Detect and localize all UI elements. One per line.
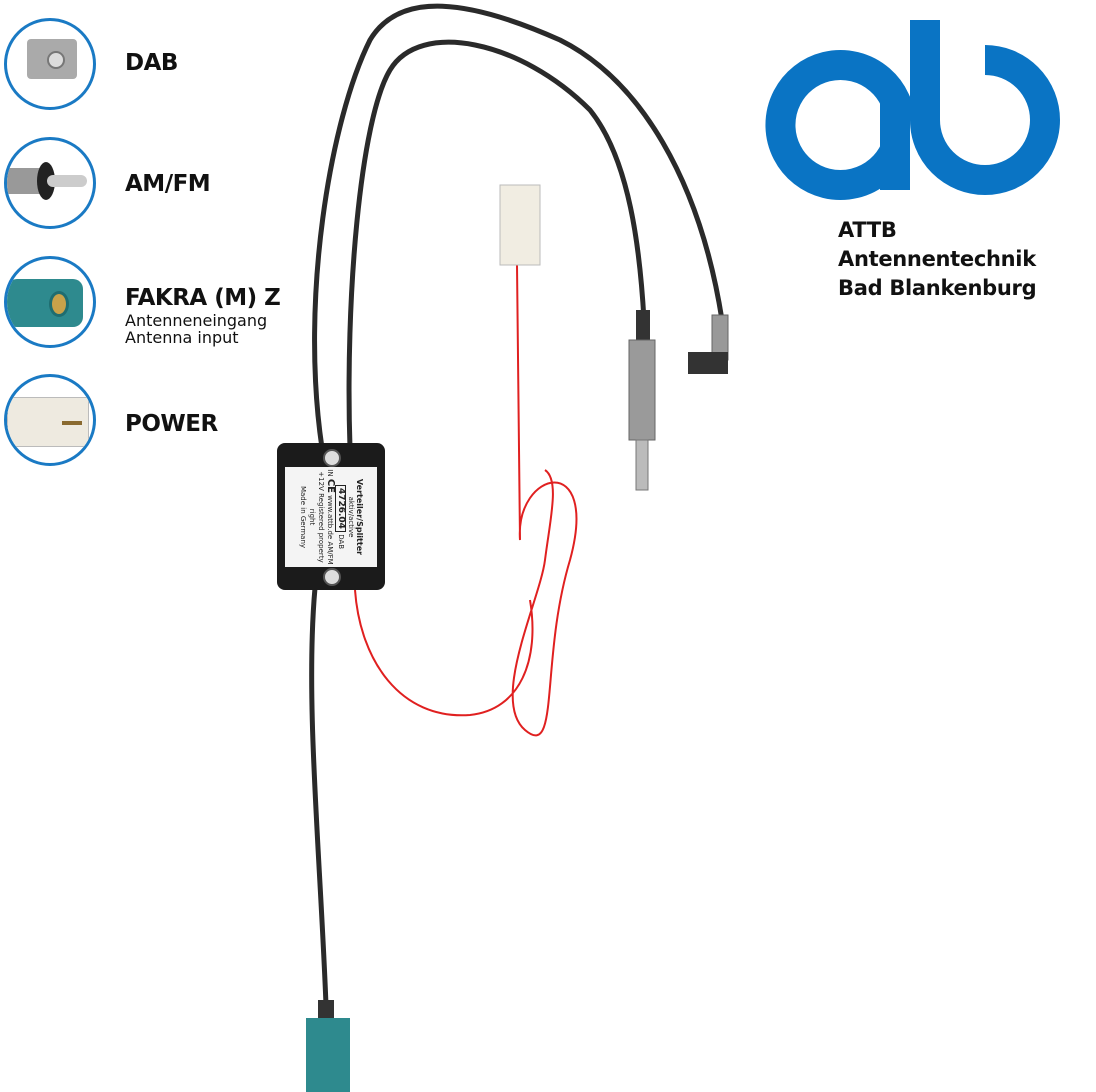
attb-logo [765,20,1060,200]
voltage-label: +12V [317,471,325,491]
legend-sublabel: Antenna input [125,328,239,347]
dab-plug [688,314,729,374]
legend-label: DAB [125,50,178,76]
amfm-connector-icon [4,137,96,229]
in-port-label: IN [326,469,334,477]
made-in-text: Made in Germany [299,485,307,549]
splitter-subtitle: aktiv/active [347,496,355,538]
legend-label: POWER [125,411,218,437]
amfm-cable [346,39,647,449]
mount-hole [323,449,341,467]
dab-connector-icon [4,18,96,110]
legend-sublabel: Antenneneingang [125,311,268,330]
amfm-plug [628,310,656,491]
legend-label: FAKRA (M) Z [125,285,281,311]
part-number: 4726.04 [335,484,346,532]
splitter-title: Verteiler/Splitter [355,478,364,556]
power-connector [499,184,541,266]
dab-cable [312,3,725,449]
fakra-cable [309,587,329,1006]
amfm-port-label: AM/FM [326,541,334,565]
power-connector-icon [4,374,96,466]
ce-mark: CE [325,478,336,493]
fakra-connector-icon [4,256,96,348]
brand-text: ATTB Antennentechnik Bad Blankenburg [838,216,1096,303]
registered-text: Registered property right [308,493,325,563]
mount-hole [323,568,341,586]
brand-location: Bad Blankenburg [838,276,1037,300]
fakra-plug [306,1000,350,1092]
legend-label: AM/FM [125,171,211,197]
power-wire [354,264,578,737]
splitter-box: Verteiler/Splitter aktiv/active 4726.04 … [277,443,385,590]
dab-port-label: DAB [337,534,345,550]
website: www.attb.de [326,495,334,540]
splitter-label: Verteiler/Splitter aktiv/active 4726.04 … [285,467,377,567]
brand-name: ATTB Antennentechnik [838,218,1036,271]
